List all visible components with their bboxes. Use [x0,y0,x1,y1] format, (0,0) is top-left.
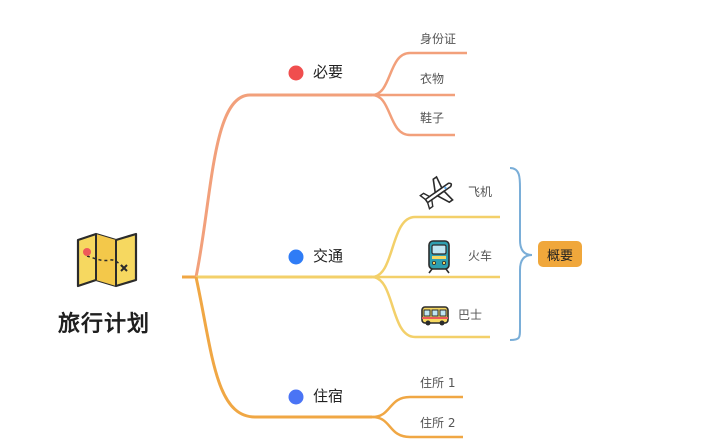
branch-dot-jiaotong [288,249,304,265]
leaf-connector [371,275,490,339]
connector-biyao [194,93,372,278]
leaf-label-lodging-1[interactable]: 住所 1 [420,376,456,390]
leaf-connector [371,395,463,419]
leaf-label-id-card[interactable]: 身份证 [420,32,457,46]
leaf-label-lodging-2[interactable]: 住所 2 [420,416,456,430]
branch-label-jiaotong[interactable]: 交通 [313,247,344,265]
leaf-connector [371,93,455,137]
leaf-connector [371,415,463,439]
branch-dot-biyao [288,65,304,81]
leaf-label-shoes[interactable]: 鞋子 [420,111,445,125]
leaf-label-bus[interactable]: 巴士 [458,308,483,322]
airplane-icon [419,175,454,210]
map-icon [76,232,138,288]
leaf-connector [371,51,467,97]
summary-bracket [509,167,533,341]
branch-label-zhusu[interactable]: 住宿 [313,387,344,405]
leaf-label-clothes[interactable]: 衣物 [420,72,445,86]
summary-box[interactable]: 概要 [538,241,582,267]
root-topic-label[interactable]: 旅行计划 [58,312,151,337]
leaf-connector [371,215,500,279]
leaf-label-train[interactable]: 火车 [468,249,493,263]
branch-label-biyao[interactable]: 必要 [313,63,344,81]
train-icon [428,240,450,274]
bus-icon [421,306,449,326]
branch-dot-zhusu [288,389,304,405]
connector-zhusu [194,276,372,419]
leaf-label-airplane[interactable]: 飞机 [468,185,493,199]
